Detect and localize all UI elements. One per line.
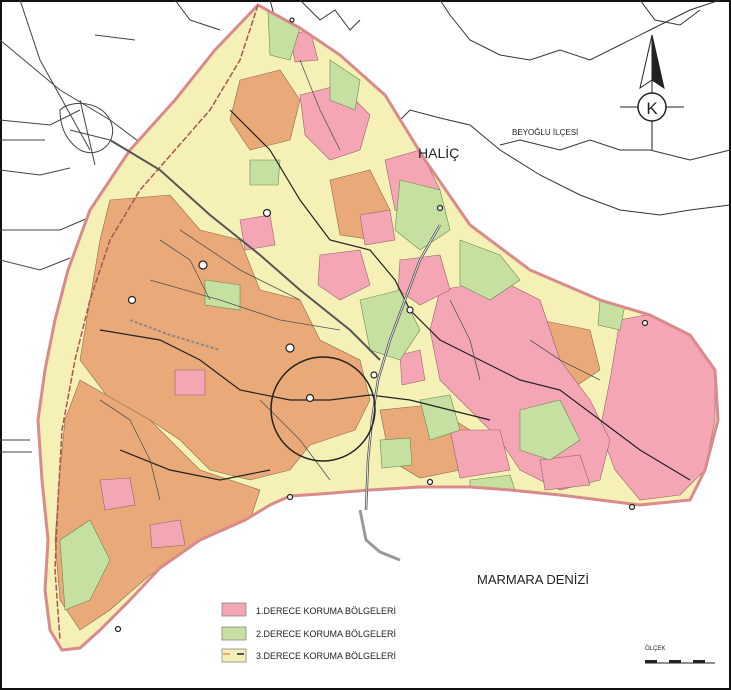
focus-circle xyxy=(270,356,376,462)
marker xyxy=(114,625,122,633)
streets xyxy=(99,59,601,501)
monument-markers xyxy=(114,17,649,633)
legend-swatch-3 xyxy=(221,648,247,663)
marker xyxy=(436,204,444,212)
legend-label-1: 1.DERECE KORUMA BÖLGELERİ xyxy=(256,606,396,616)
beyoglu-label: BEYOĞLU İLÇESİ xyxy=(512,128,578,137)
scale-bar: ÖLÇEK xyxy=(645,645,715,664)
legend-swatch-1 xyxy=(221,602,247,617)
zones xyxy=(54,11,716,631)
golden-horn-label: HALİÇ xyxy=(418,144,459,161)
marker xyxy=(262,208,272,218)
land-walls xyxy=(54,4,259,641)
marker xyxy=(426,478,434,486)
pier xyxy=(358,509,401,562)
marker xyxy=(285,343,295,353)
legend: 1.DERECE KORUMA BÖLGELERİ 2.DERECE KORUM… xyxy=(221,602,396,663)
coastal-road xyxy=(36,3,720,652)
marker xyxy=(305,393,315,403)
surrounding-roads xyxy=(0,0,151,453)
marker xyxy=(641,319,649,327)
north-arrow-icon: K xyxy=(620,34,684,150)
marker xyxy=(127,295,137,305)
sea-label: MARMARA DENİZİ xyxy=(477,572,589,587)
marker xyxy=(628,503,636,511)
marker xyxy=(198,260,208,270)
scale-label: ÖLÇEK xyxy=(645,645,665,652)
legend-label-3: 3.DERECE KORUMA BÖLGELERİ xyxy=(256,651,396,661)
marker xyxy=(406,306,414,314)
marker xyxy=(289,17,295,23)
legend-swatch-2 xyxy=(221,626,247,641)
marker xyxy=(286,493,294,501)
legend-label-2: 2.DERECE KORUMA BÖLGELERİ xyxy=(256,629,396,639)
north-label: K xyxy=(646,99,658,118)
marker xyxy=(370,371,378,379)
millet-avenue xyxy=(109,139,381,361)
